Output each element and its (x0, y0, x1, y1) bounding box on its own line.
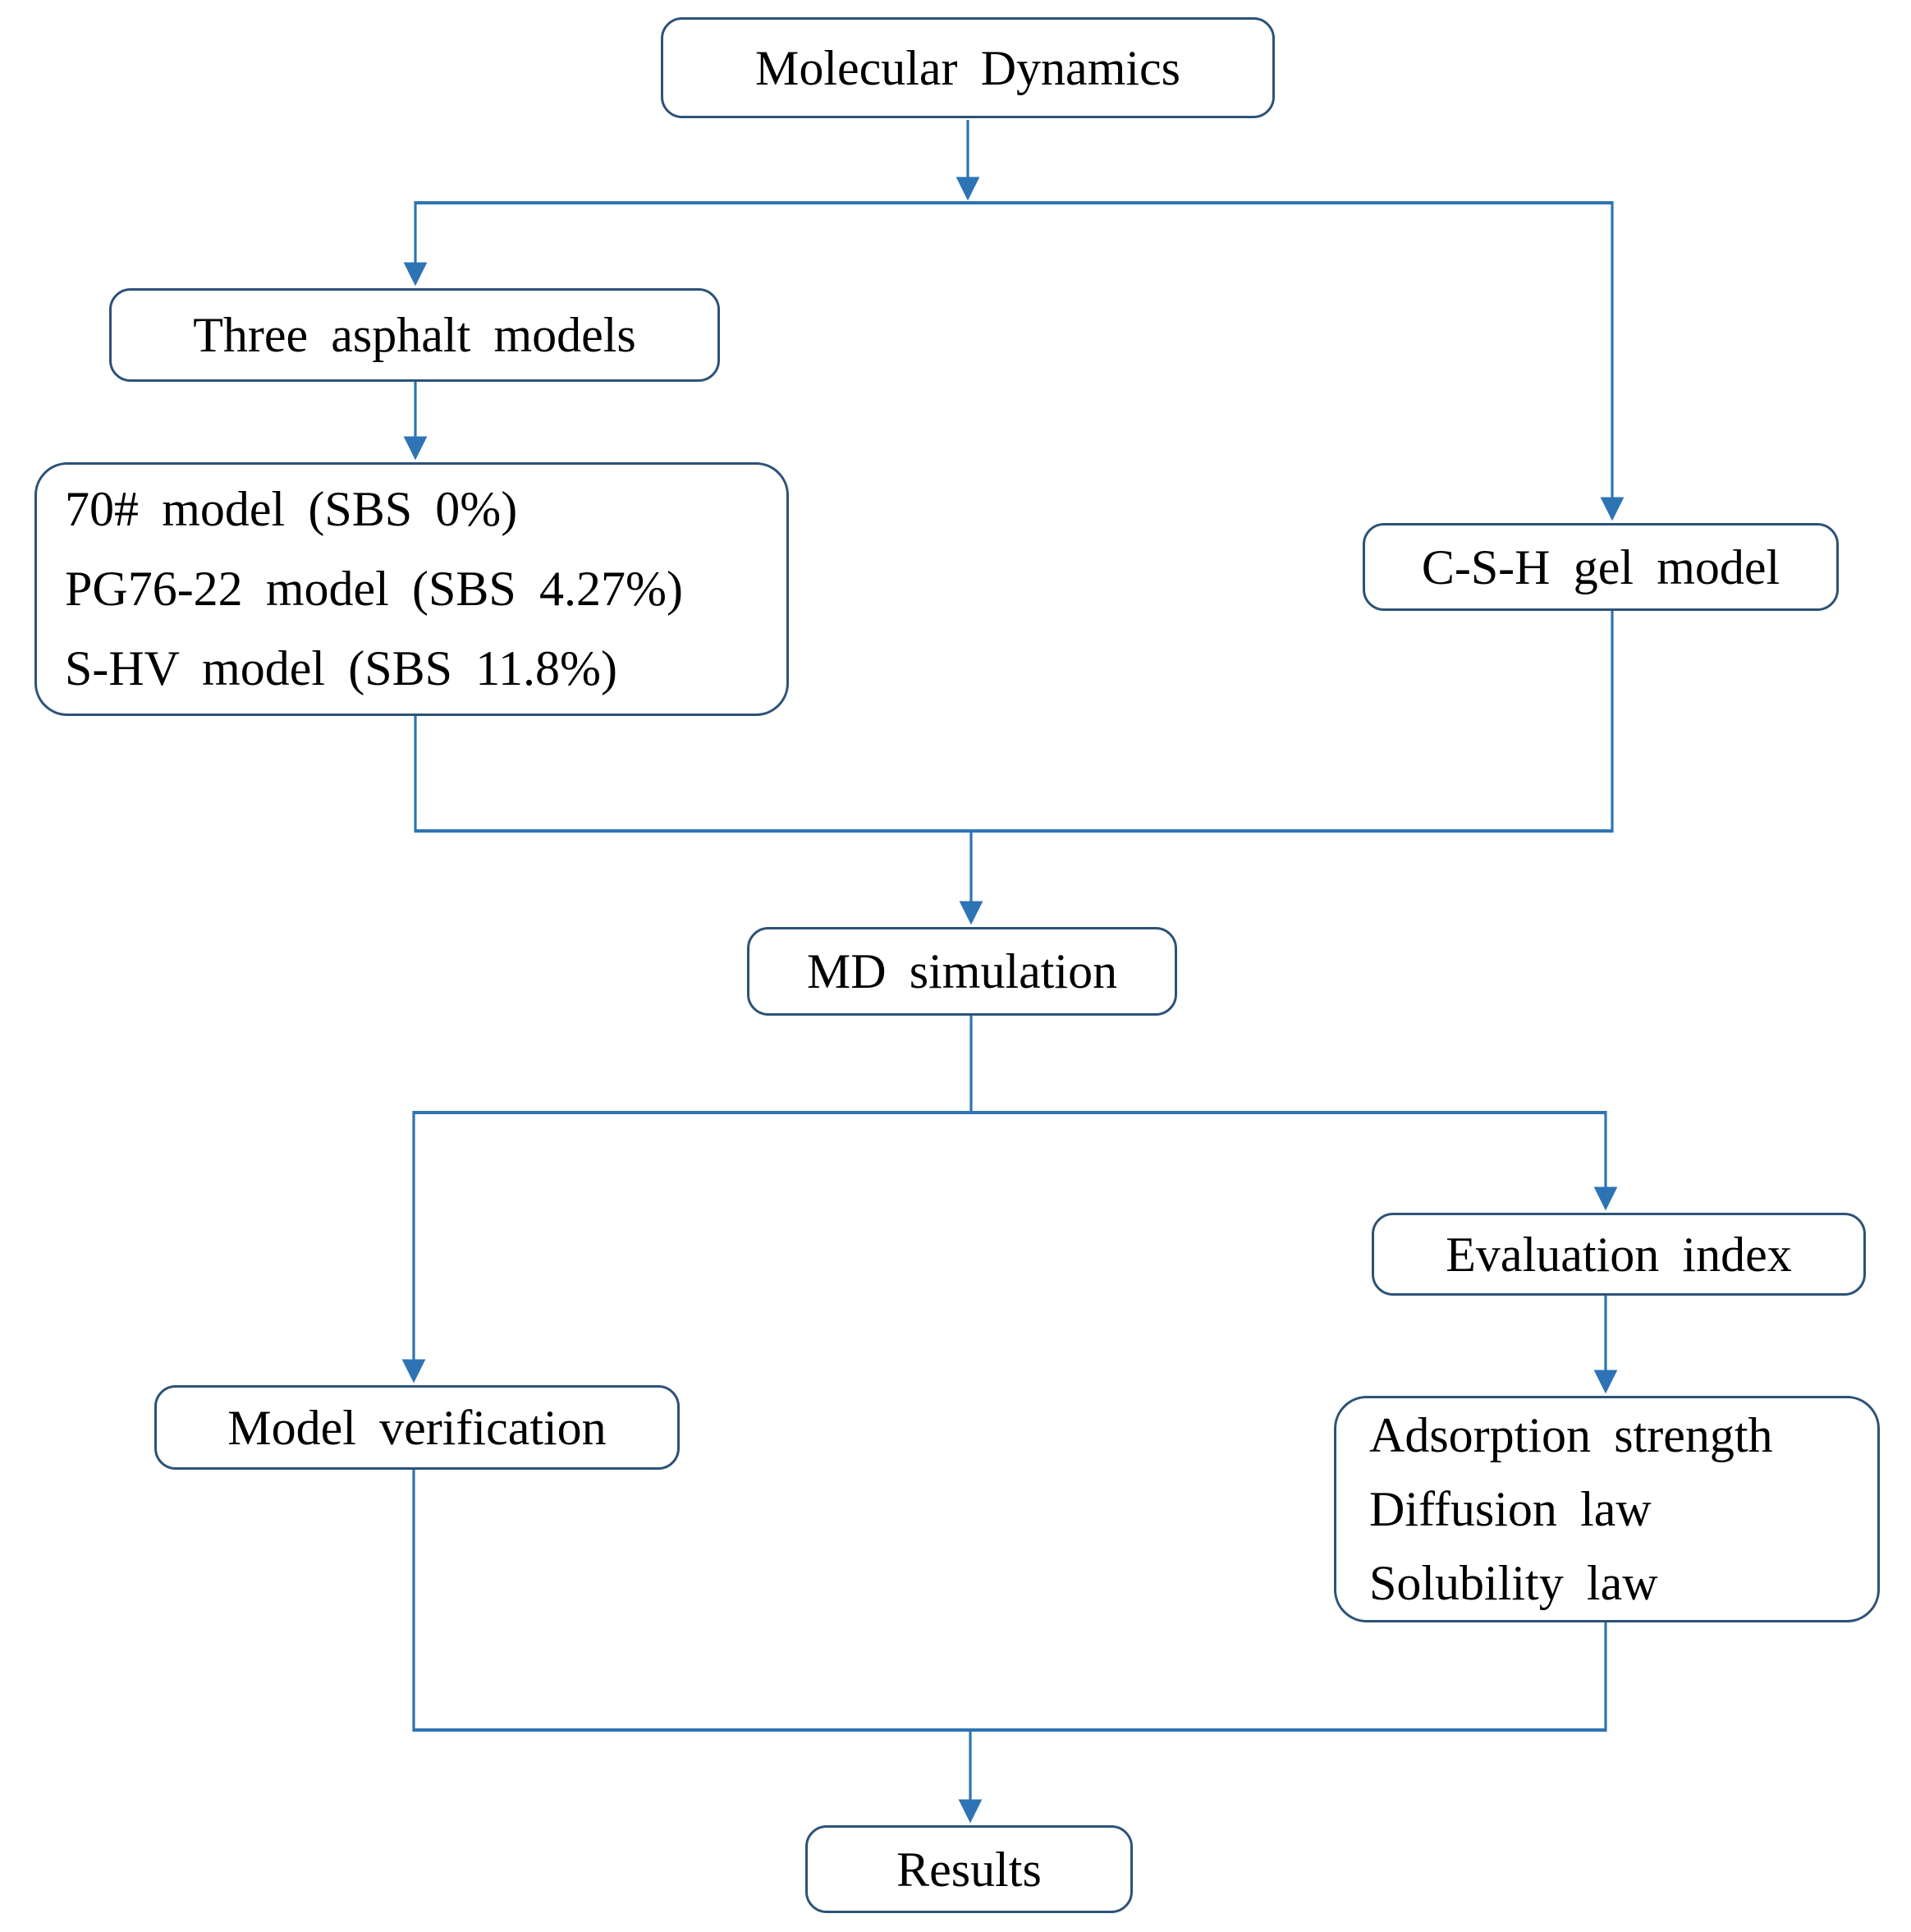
node-three-asphalt-models-label: Three asphalt models (193, 308, 636, 362)
node-model-verification-label: Model verification (227, 1400, 607, 1455)
node-evaluation-index: Evaluation index (1372, 1213, 1866, 1296)
node-three-asphalt-models: Three asphalt models (109, 288, 720, 382)
evaluation-metrics-line-3: Solubility law (1369, 1556, 1658, 1610)
asphalt-model-lines: 70# model (SBS 0%) PG76-22 model (SBS 4.… (65, 470, 683, 709)
evaluation-metrics-line-2: Diffusion law (1369, 1482, 1652, 1536)
node-md-simulation: MD simulation (747, 927, 1177, 1016)
node-evaluation-metrics: Adsorption strength Diffusion law Solubi… (1334, 1396, 1880, 1622)
asphalt-model-line-3: S-HV model (SBS 11.8%) (65, 641, 617, 695)
node-results: Results (805, 1825, 1133, 1913)
node-evaluation-index-label: Evaluation index (1446, 1227, 1792, 1282)
node-molecular-dynamics-label: Molecular Dynamics (754, 40, 1181, 95)
evaluation-metrics-lines: Adsorption strength Diffusion law Solubi… (1369, 1398, 1773, 1620)
node-csh-gel-model: C-S-H gel model (1363, 523, 1839, 611)
asphalt-model-line-1: 70# model (SBS 0%) (65, 482, 518, 536)
node-molecular-dynamics: Molecular Dynamics (661, 17, 1275, 118)
asphalt-model-line-2: PG76-22 model (SBS 4.27%) (65, 562, 683, 616)
node-csh-gel-model-label: C-S-H gel model (1421, 539, 1780, 594)
node-asphalt-model-list: 70# model (SBS 0%) PG76-22 model (SBS 4.… (34, 462, 789, 716)
node-model-verification: Model verification (154, 1385, 680, 1470)
node-md-simulation-label: MD simulation (806, 944, 1118, 998)
evaluation-metrics-line-1: Adsorption strength (1369, 1408, 1773, 1462)
node-results-label: Results (896, 1842, 1042, 1897)
